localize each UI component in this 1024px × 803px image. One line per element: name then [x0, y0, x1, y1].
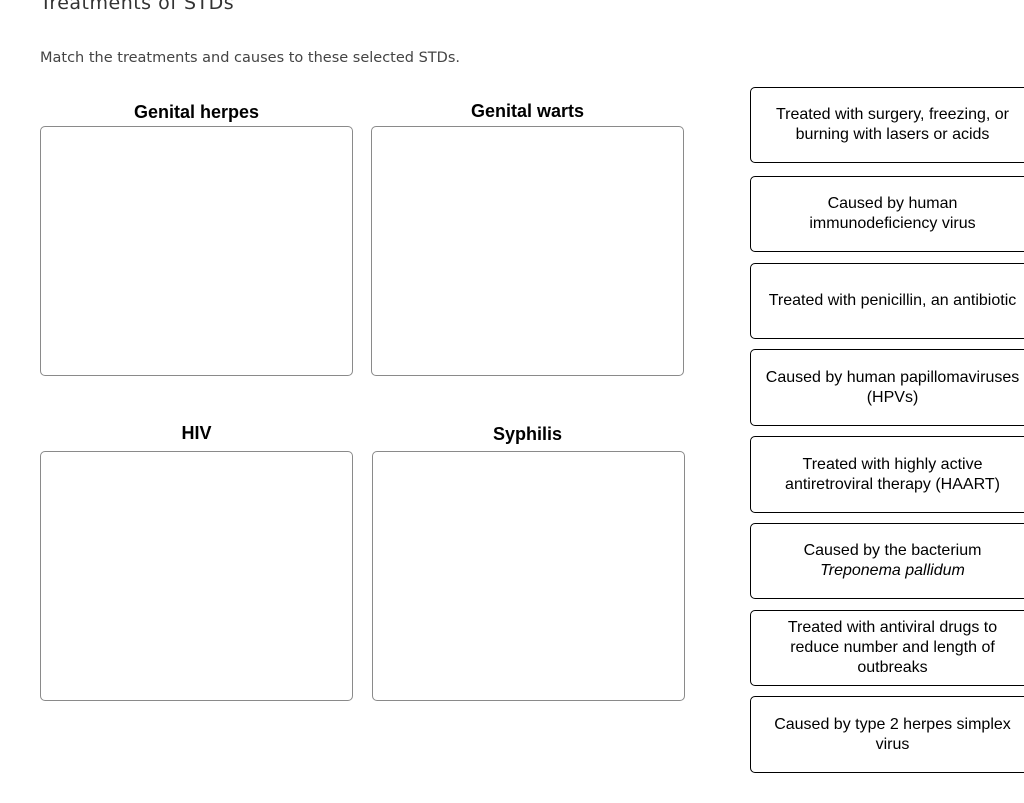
page-title: Treatments of STDs — [40, 0, 235, 14]
card-text: Caused by the bacterium Treponema pallid… — [762, 541, 1024, 581]
draggable-card[interactable]: Treated with antiviral drugs to reduce n… — [750, 610, 1024, 686]
bin-label-syphilis: Syphilis — [492, 424, 563, 444]
card-text-prefix: Caused by the bacterium — [803, 542, 982, 559]
card-text: Caused by human immunodeficiency virus — [809, 195, 976, 232]
card-text: Treated with surgery, freezing, or burni… — [776, 106, 1009, 143]
draggable-card[interactable]: Treated with penicillin, an antibiotic — [750, 263, 1024, 339]
bin-label-hiv: HIV — [181, 423, 212, 443]
card-text: Treated with penicillin, an antibiotic — [768, 292, 1017, 309]
draggable-card[interactable]: Treated with surgery, freezing, or burni… — [750, 87, 1024, 163]
card-text: Caused by human papillomaviruses (HPVs) — [765, 368, 1020, 406]
draggable-card[interactable]: Caused by human papillomaviruses (HPVs) — [750, 349, 1024, 426]
drop-zone-syphilis[interactable] — [372, 451, 685, 701]
card-text: Treated with antiviral drugs to reduce n… — [787, 619, 998, 676]
bin-label-genital-herpes: Genital herpes — [133, 102, 260, 122]
drop-zone-hiv[interactable] — [40, 451, 353, 701]
draggable-card[interactable]: Caused by type 2 herpes simplex virus — [750, 696, 1024, 773]
bin-label-genital-warts: Genital warts — [470, 101, 585, 121]
drop-zone-genital-herpes[interactable] — [40, 126, 353, 376]
card-text-italic: Treponema pallidum — [820, 562, 965, 579]
draggable-card[interactable]: Caused by human immunodeficiency virus — [750, 176, 1024, 252]
draggable-card[interactable]: Treated with highly active antiretrovira… — [750, 436, 1024, 513]
card-text: Caused by type 2 herpes simplex virus — [774, 715, 1011, 753]
draggable-card[interactable]: Caused by the bacterium Treponema pallid… — [750, 523, 1024, 599]
drop-zone-genital-warts[interactable] — [371, 126, 684, 376]
card-text: Treated with highly active antiretrovira… — [785, 455, 1000, 493]
instructions-text: Match the treatments and causes to these… — [40, 50, 460, 66]
